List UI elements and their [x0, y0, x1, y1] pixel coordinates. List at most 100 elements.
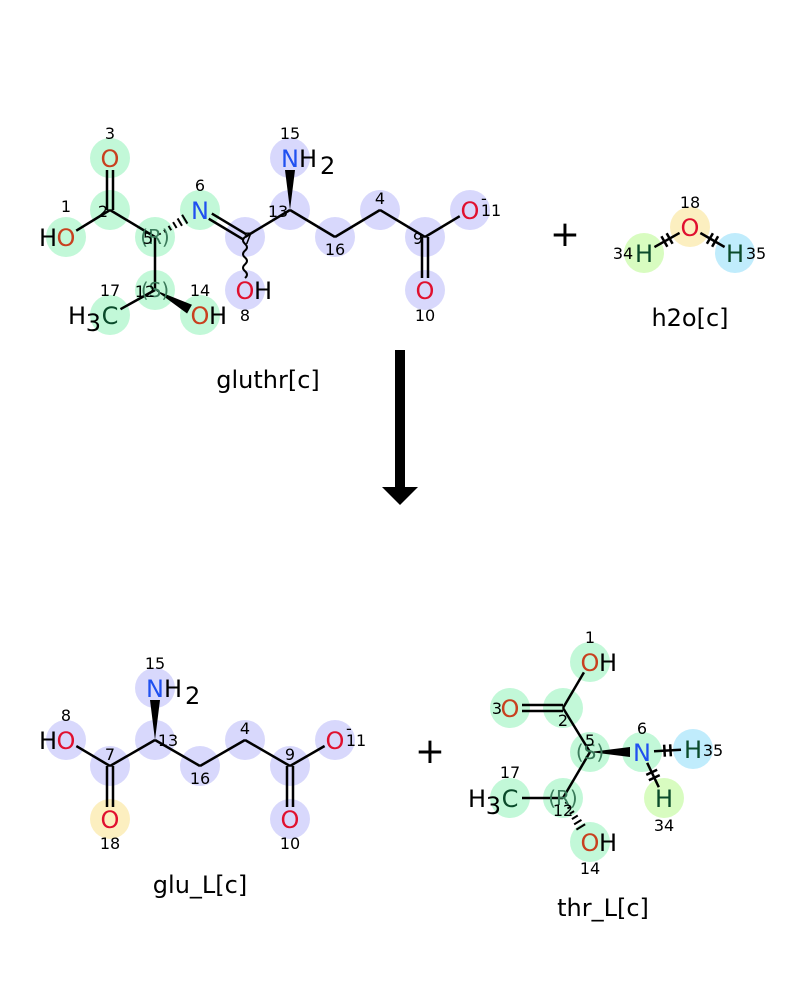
atom-index: 7 — [105, 745, 115, 764]
atom-18: O18 — [100, 806, 120, 853]
atom-charge: - — [481, 189, 487, 208]
bond-d — [105, 170, 115, 210]
atom-34: H34 — [613, 240, 653, 268]
atom-index: 3 — [105, 124, 115, 143]
atom-hydrogen-suffix: H — [209, 302, 227, 330]
atom-symbol: O — [581, 829, 600, 857]
atom-symbol: C — [502, 785, 519, 813]
atom-hydrogen-suffix: H — [599, 649, 617, 677]
bond-hx — [699, 231, 726, 249]
bond-s — [75, 208, 111, 232]
atom-10: O10 — [415, 277, 435, 325]
atom-hydrogen-prefix: H — [39, 727, 57, 755]
atom-symbol: O — [281, 806, 300, 834]
atom-symbol: H — [635, 240, 653, 268]
atom-7: 7 — [105, 745, 115, 764]
bond-s — [119, 288, 156, 311]
atom-hydrogen-suffix: H — [164, 675, 182, 703]
atom-index: 11 — [481, 201, 501, 220]
bond-s — [289, 744, 326, 768]
atom-1: OH1 — [39, 197, 75, 252]
atom-highlight — [315, 720, 355, 760]
atom-index: 2 — [98, 202, 108, 221]
atom-index: 16 — [325, 240, 345, 259]
atom-5: (S)5 — [576, 731, 604, 764]
bond-s — [561, 707, 592, 753]
atom-symbol: O — [501, 695, 520, 723]
atom-highlight — [670, 207, 710, 247]
bond-hx — [653, 744, 682, 757]
atom-highlight — [450, 190, 490, 230]
atom-index: 9 — [285, 745, 295, 764]
atom-index: 11 — [346, 731, 366, 750]
atom-7: 7 — [243, 229, 253, 248]
atom-symbol: O — [57, 727, 76, 755]
atom-index: 2 — [558, 711, 568, 730]
atom-18: O18 — [680, 193, 700, 242]
molecule-name: thr_L[c] — [557, 894, 649, 922]
atom-index: 4 — [240, 719, 250, 738]
atom-hydrogen-suffix: H — [254, 277, 272, 305]
bond-hash — [564, 801, 586, 831]
bond-s — [199, 738, 246, 768]
atom-2: 2 — [98, 202, 108, 221]
bond-wedge — [285, 170, 295, 210]
bond-wedge — [590, 747, 630, 757]
plus-sign-products: + — [415, 731, 445, 772]
atom-34: H34 — [654, 785, 674, 835]
atom-index: 17 — [100, 281, 120, 300]
atom-highlight — [570, 822, 610, 862]
atom-13: 13 — [158, 731, 178, 750]
atom-index: 8 — [61, 706, 71, 725]
atom-8: OH8 — [39, 706, 75, 755]
atom-highlight — [644, 778, 684, 818]
atom-4: 4 — [375, 189, 385, 208]
atom-subscript: 3 — [486, 792, 501, 820]
atom-index: 35 — [746, 244, 766, 263]
molecule-name: gluthr[c] — [216, 366, 320, 394]
atom-index: 1 — [61, 197, 71, 216]
atom-2: 2 — [558, 711, 568, 730]
atom-highlight — [715, 233, 755, 273]
atom-index: 6 — [637, 719, 647, 738]
atom-highlight — [622, 732, 662, 772]
atom-9: 9 — [285, 745, 295, 764]
bond-s — [109, 738, 156, 768]
atom-index: 7 — [243, 229, 253, 248]
bond-s — [561, 751, 592, 799]
bond-wavy — [242, 236, 248, 279]
atom-6: N6 — [633, 719, 651, 767]
atom-symbol: O — [681, 214, 700, 242]
atom-index: 6 — [195, 176, 205, 195]
atom-symbol: N — [191, 197, 209, 225]
bond-hx — [653, 231, 681, 249]
bond-s — [109, 208, 156, 239]
atom-highlight — [90, 799, 130, 839]
atom-symbol: O — [581, 649, 600, 677]
chirality-label: (S) — [141, 278, 169, 302]
atom-index: 4 — [375, 189, 385, 208]
atom-highlight — [135, 668, 175, 708]
atom-index: 5 — [585, 731, 595, 750]
atom-subscript: 2 — [320, 152, 335, 180]
atom-highlight — [270, 138, 310, 178]
atom-4: 4 — [240, 719, 250, 738]
atom-hydrogen-suffix: H — [599, 829, 617, 857]
atom-highlight — [270, 799, 310, 839]
bond-d — [285, 766, 295, 807]
bond-s — [334, 208, 381, 239]
atom-highlight — [90, 138, 130, 178]
molecule-name: glu_L[c] — [153, 871, 247, 899]
bond-hash — [158, 214, 189, 236]
atom-index: 12 — [553, 801, 573, 820]
atom-index: 18 — [100, 834, 120, 853]
atom-highlight — [673, 729, 713, 769]
atom-symbol: N — [146, 675, 164, 703]
